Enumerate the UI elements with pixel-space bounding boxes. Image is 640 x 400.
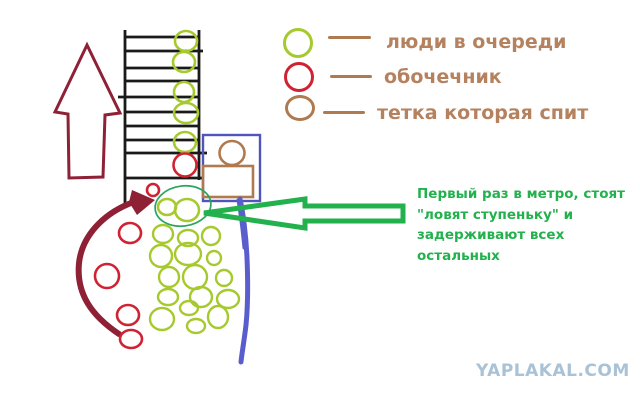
queue-person-circle	[176, 228, 200, 248]
bystander-circle	[93, 262, 121, 290]
queue-person-circle	[173, 241, 203, 267]
maroon-arrowhead	[129, 190, 155, 215]
queue-person-circle	[173, 197, 201, 223]
queue-person-circle	[181, 263, 209, 291]
red-bystanders-group	[93, 182, 161, 350]
legend-line	[323, 111, 365, 114]
queue-person-circle	[148, 243, 174, 269]
sleeping-lady-head	[218, 139, 246, 167]
legend-line	[330, 75, 372, 78]
annotation-text: Первый раз в метро, стоят "ловят ступень…	[417, 186, 625, 265]
queue-person-circle	[214, 268, 234, 288]
queue-person-circle	[205, 249, 223, 267]
queue-person-circle	[172, 80, 196, 104]
escalator-queue-group	[171, 29, 200, 154]
queue-person-circle	[215, 288, 241, 310]
watermark: YAPLAKAL.COM	[476, 361, 630, 381]
standing-person-box	[201, 133, 262, 203]
legend-circle-bystander	[284, 62, 314, 92]
sleeping-lady-body	[201, 164, 255, 199]
escalator-ladder	[118, 30, 207, 203]
queue-person-circle	[172, 101, 200, 125]
queue-person-circle	[156, 287, 180, 307]
queue-person-circle	[178, 299, 200, 317]
legend-circle-queue	[283, 28, 313, 58]
legend-line	[328, 36, 371, 39]
queue-person-circle	[206, 304, 230, 330]
highlight-ellipse	[154, 184, 212, 228]
legend-label-queue: люди в очереди	[386, 31, 567, 53]
queue-person-circle	[185, 317, 207, 335]
bystander-circle	[145, 182, 161, 198]
queue-person-circle	[172, 130, 198, 154]
queue-person-circle	[200, 225, 222, 247]
escalator-red-group	[172, 152, 198, 178]
queue-person-circle	[148, 306, 176, 332]
legend-circle-sleeping-lady	[285, 95, 315, 121]
bystander-circle	[172, 152, 198, 178]
queue-person-circle	[157, 265, 181, 289]
highlight-group	[156, 197, 201, 223]
queue-person-circle	[171, 50, 197, 74]
bystander-circle	[117, 221, 143, 245]
green-pointer-arrow	[203, 196, 406, 231]
queue-person-circle	[156, 197, 178, 217]
bystander-circle	[115, 303, 141, 327]
up-arrow	[52, 41, 123, 180]
bystander-circle	[118, 328, 144, 350]
queue-person-circle	[151, 223, 175, 245]
blue-path-line	[237, 196, 251, 365]
legend-label-bystander: обочечник	[384, 66, 502, 88]
queue-person-circle	[173, 29, 199, 53]
legend-label-sleeping-lady: тетка которая спит	[377, 102, 589, 124]
maroon-curved-arrow	[75, 200, 134, 337]
queue-person-circle	[188, 285, 214, 309]
crowd-group	[148, 223, 241, 335]
